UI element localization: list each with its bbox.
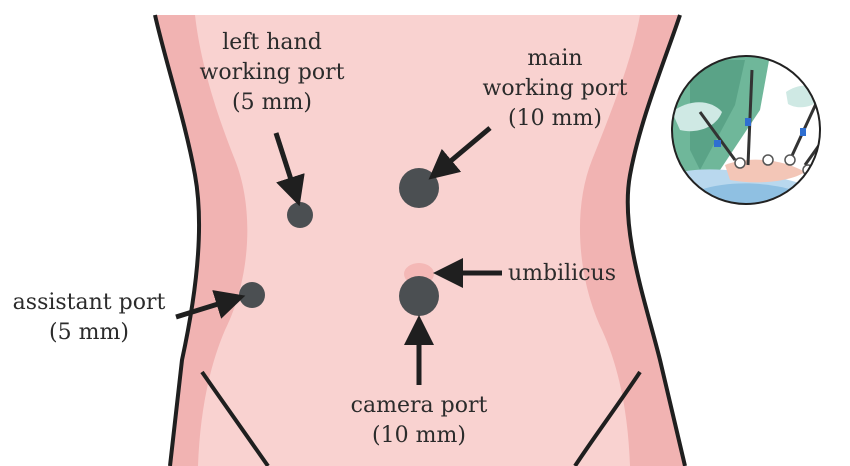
torso-left-outline [153,14,202,466]
label-umbilicus: umbilicus [508,259,616,289]
main-working-port [399,168,439,208]
label-assistant-port: assistant port (5 mm) [0,288,178,348]
surgery-inset-illustration [671,55,821,205]
label-line: main [527,46,583,71]
arrow-main-port [428,126,492,180]
label-left-hand-working-port: left hand working port (5 mm) [197,28,347,118]
torso-left-shadow [155,15,248,466]
torso-right-outline [625,14,687,466]
label-camera-port: camera port (10 mm) [339,391,499,451]
groin-line-right [573,370,642,466]
camera-port [399,276,439,316]
torso-skin [155,15,685,466]
torso-right-shadow [579,15,685,466]
label-line: (5 mm) [49,320,129,345]
groin-line-left [200,370,270,466]
assistant-port [239,282,265,308]
label-main-working-port: main working port (10 mm) [470,44,640,134]
label-line: assistant port [12,290,166,315]
label-line: (5 mm) [232,90,312,115]
label-line: working port [482,76,628,101]
label-line: (10 mm) [372,423,466,448]
arrow-left-hand-port [273,132,305,207]
label-line: working port [199,60,345,85]
label-line: (10 mm) [508,106,602,131]
left-hand-working-port [287,202,313,228]
arrow-assistant-port [175,290,246,320]
label-line: left hand [222,30,322,55]
label-line: umbilicus [508,261,617,286]
label-line: camera port [350,393,488,418]
